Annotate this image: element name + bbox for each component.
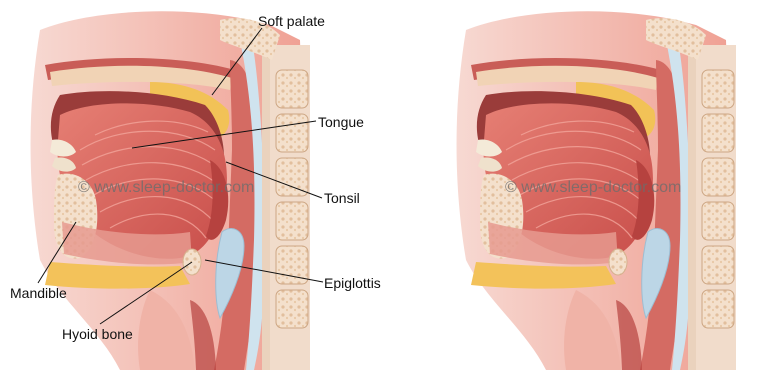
label-soft-palate: Soft palate [258, 13, 325, 29]
watermark-right: © www.sleep-doctor.com [505, 179, 681, 197]
label-epiglottis: Epiglottis [324, 275, 381, 291]
watermark-left: © www.sleep-doctor.com [78, 179, 254, 197]
label-hyoid-bone: Hyoid bone [62, 326, 133, 342]
label-mandible: Mandible [10, 285, 67, 301]
label-tonsil: Tonsil [324, 190, 360, 206]
label-tongue: Tongue [318, 114, 364, 130]
